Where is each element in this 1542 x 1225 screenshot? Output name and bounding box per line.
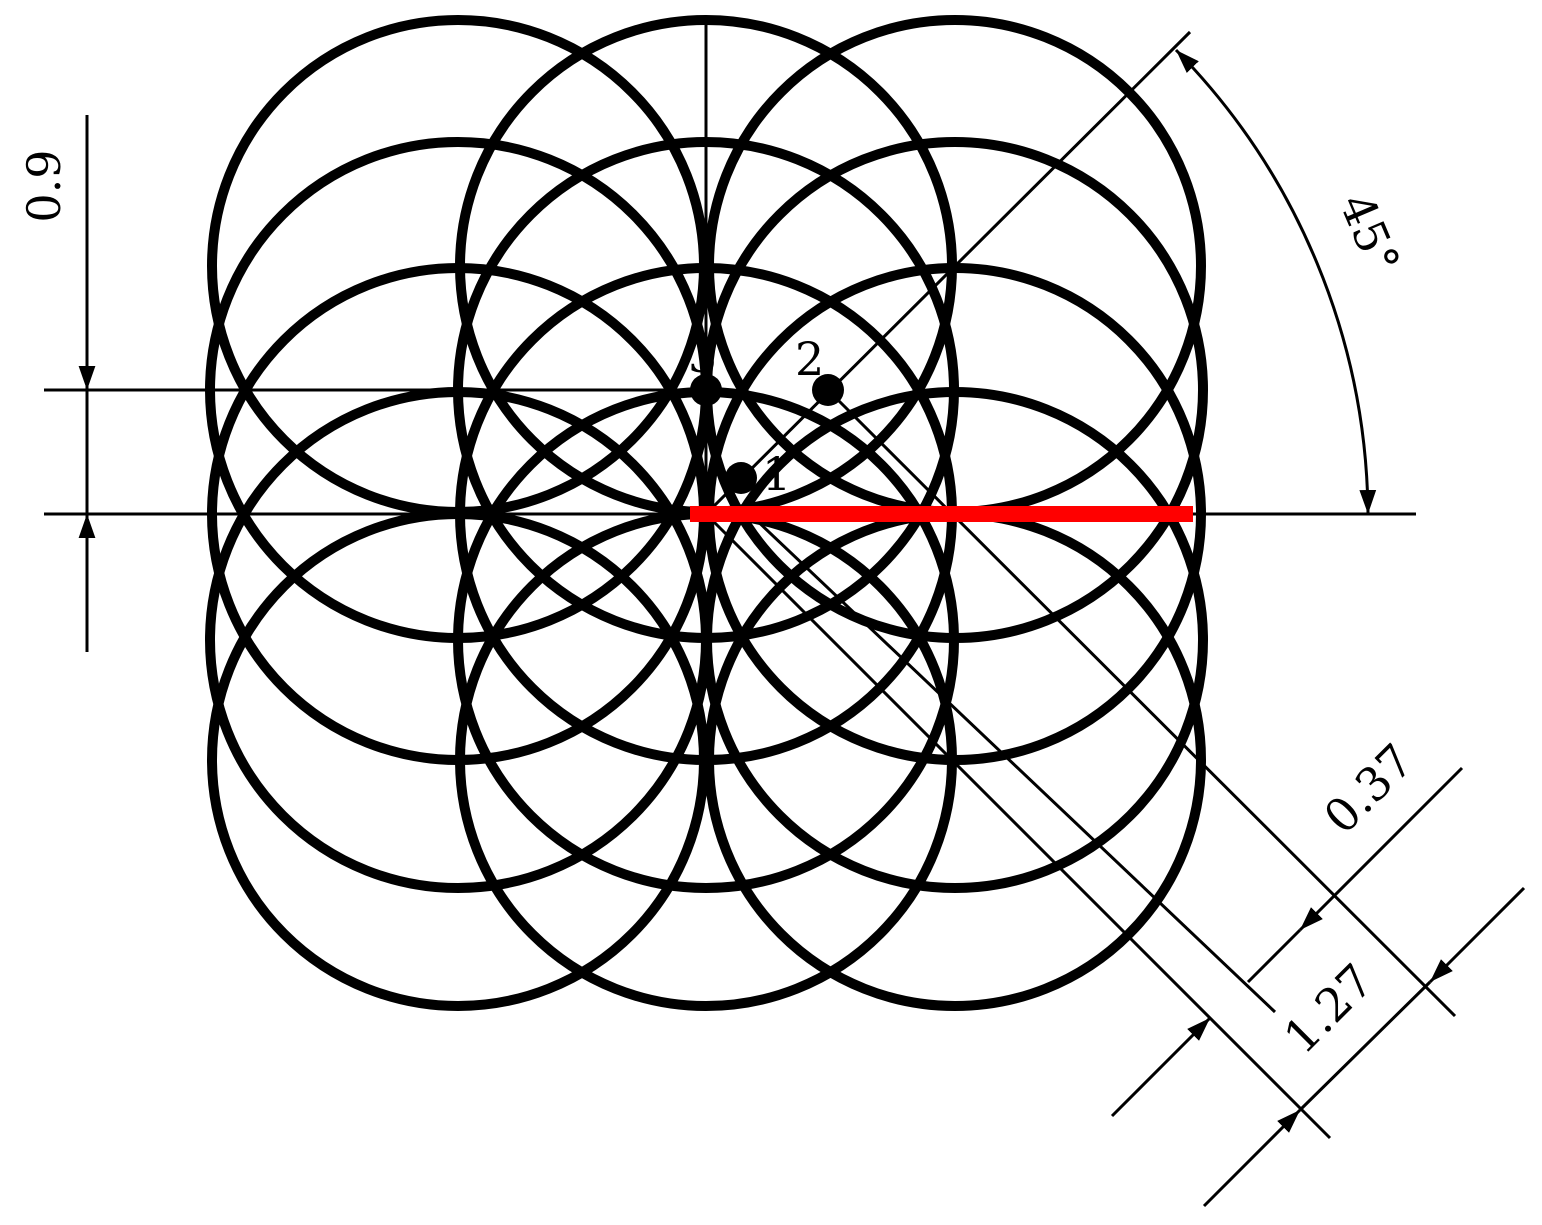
- diagonal-down-line-1: [704, 512, 1332, 1140]
- dim-label-large-diagonal: 1.27: [1273, 953, 1384, 1064]
- diagonal-45-line: [704, 30, 1192, 516]
- diagonal-down-line-3: [826, 388, 1457, 1018]
- point-marker-1: [725, 462, 757, 494]
- point-marker-3: [690, 374, 722, 406]
- dim-127-outer-line: [1428, 886, 1526, 984]
- dim-label-angle: 45°: [1329, 186, 1411, 282]
- point-label-1: 1: [762, 447, 791, 501]
- dim-037-inner-line: [1110, 1016, 1212, 1118]
- dimension-angle-arc: [1174, 48, 1377, 515]
- point-label-3: 3: [688, 329, 717, 383]
- construction-lines: [44, 20, 1457, 1140]
- diagonal-down-line-2: [748, 512, 1277, 1014]
- dimension-diagonal-0-37: [1110, 766, 1464, 1118]
- dim-037-outer-line: [1298, 766, 1464, 932]
- dim-127-inner-line: [1202, 1108, 1302, 1208]
- dim-label-small-diagonal: 0.37: [1313, 733, 1424, 844]
- point-marker-2: [812, 374, 844, 406]
- labeled-points: [690, 374, 844, 494]
- dim-127-span-line: [1298, 980, 1432, 1112]
- dim-label-vertical: 0.9: [17, 149, 71, 222]
- dimension-diagonal-1-27: [1202, 886, 1526, 1208]
- point-label-2: 2: [795, 332, 824, 386]
- offset-circle-right-lower: [702, 387, 1208, 893]
- dim-037-span-line: [1246, 928, 1302, 984]
